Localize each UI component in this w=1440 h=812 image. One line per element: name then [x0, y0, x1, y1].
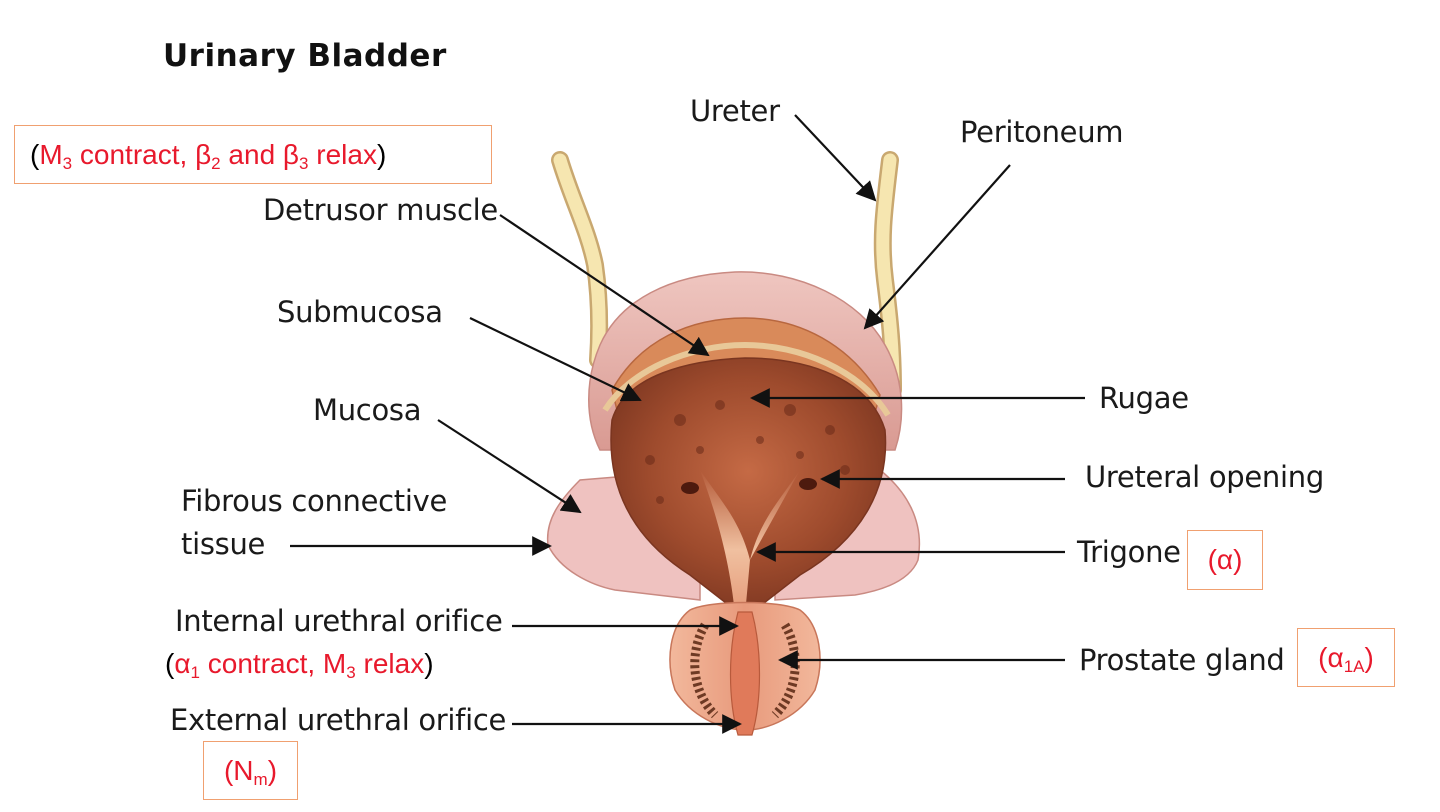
trigone-receptor-note: (α)	[1207, 544, 1243, 575]
note-contract: contract,	[199, 648, 323, 679]
note-beta3-sub: 3	[299, 154, 309, 173]
note-m-sub: 3	[346, 663, 356, 682]
note-beta2: β	[195, 139, 212, 170]
note-n-sub: m	[253, 769, 268, 789]
ureter-left	[551, 151, 609, 369]
note-beta2-sub: 2	[211, 154, 221, 173]
label-external-urethral-orifice: External urethral orifice	[170, 703, 507, 737]
label-internal-urethral-orifice: Internal urethral orifice	[175, 604, 503, 638]
external-orifice-receptor-note: (Nm)	[223, 754, 278, 788]
note-alpha: (α	[1318, 641, 1344, 673]
note-paren-open: (	[30, 139, 40, 170]
internal-orifice-receptor-note: (α1 contract, M3 relax)	[165, 648, 434, 682]
urethra-shape	[729, 611, 761, 736]
leader-lines	[290, 114, 1085, 734]
note-paren-close: )	[267, 754, 278, 786]
note-paren-close: )	[424, 648, 434, 679]
trigone-receptor-box: (α)	[1187, 530, 1263, 590]
ureteral-opening-right	[799, 478, 817, 490]
note-paren-open: (	[165, 648, 175, 679]
label-fibrous-line2: tissue	[181, 527, 266, 561]
external-orifice-receptor-box: (Nm)	[203, 741, 298, 800]
rugae-texture	[645, 400, 850, 504]
label-ureter: Ureter	[690, 94, 780, 128]
arrow-mucosa	[437, 419, 582, 514]
note-alpha-sub: 1	[190, 663, 200, 682]
label-rugae: Rugae	[1099, 381, 1189, 415]
note-m-sub: 3	[62, 154, 73, 173]
note-relax: relax	[355, 648, 425, 679]
prostate-receptor-note: (α1A)	[1318, 641, 1374, 675]
note-contract: contract,	[72, 139, 196, 170]
ureteral-opening-left	[681, 482, 699, 494]
prostate-receptor-box: (α1A)	[1297, 628, 1395, 687]
label-mucosa: Mucosa	[313, 393, 422, 427]
note-n: (N	[223, 754, 254, 786]
label-prostate-gland: Prostate gland	[1079, 643, 1285, 677]
note-beta3: β	[282, 139, 300, 170]
detrusor-receptor-box	[14, 125, 492, 184]
diagram-title: Urinary Bladder	[163, 38, 447, 74]
note-paren-close: )	[376, 139, 387, 170]
note-m: M	[322, 648, 347, 679]
prostate-lobe-right	[771, 622, 800, 719]
trigone-shape	[700, 470, 800, 615]
note-alpha: α	[174, 648, 191, 679]
note-paren-close: )	[1364, 641, 1374, 673]
arrow-ureter	[794, 114, 877, 202]
prostate-lobe-left	[690, 622, 719, 719]
arrow-submucosa	[469, 317, 642, 402]
detrusor-receptor-note: (M3 contract, β2 and β3 relax)	[30, 139, 387, 173]
note-and: and	[220, 139, 283, 170]
label-detrusor-muscle: Detrusor muscle	[263, 193, 498, 227]
submucosa-shape	[602, 341, 891, 417]
label-peritoneum: Peritoneum	[960, 115, 1124, 149]
ureter-right	[873, 151, 902, 399]
note-alpha-sub: 1A	[1343, 656, 1365, 676]
arrow-peritoneum	[863, 164, 1011, 330]
note-relax: relax	[308, 139, 377, 170]
label-trigone: Trigone	[1077, 535, 1181, 569]
label-ureteral-opening: Ureteral opening	[1085, 460, 1324, 494]
arrow-detrusor	[499, 214, 710, 357]
label-submucosa: Submucosa	[277, 295, 443, 329]
note-m: M	[39, 139, 63, 170]
label-fibrous-line1: Fibrous connective	[181, 484, 448, 518]
